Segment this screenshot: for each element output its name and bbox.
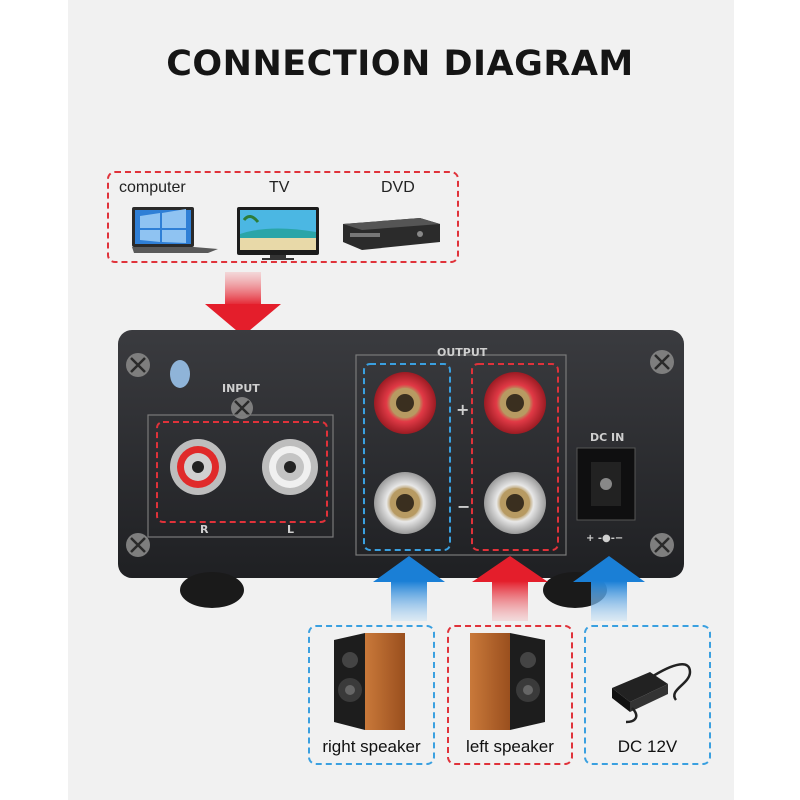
screw-icon (231, 397, 253, 419)
source-label-tv: TV (269, 179, 290, 196)
source-label-dvd: DVD (381, 179, 415, 196)
right-speaker-box: right speaker (308, 625, 435, 765)
binding-post-left-positive (484, 372, 546, 434)
binding-post-right-positive (374, 372, 436, 434)
left-speaker-label: left speaker (466, 737, 554, 756)
dc-polarity-label: + -●-− (586, 533, 624, 544)
dvd-player-icon (343, 218, 440, 250)
tv-icon (237, 207, 319, 260)
rca-jack-right (170, 439, 226, 495)
input-label: INPUT (222, 382, 260, 395)
screw-icon (650, 350, 674, 374)
rca-jack-left (262, 439, 318, 495)
power-adapter-box: DC 12V (584, 625, 711, 765)
left-speaker-arrow (472, 556, 548, 621)
screw-icon (126, 533, 150, 557)
left-speaker-box: left speaker (447, 625, 573, 765)
right-speaker-arrow (373, 556, 445, 621)
negative-terminal-label: − (457, 497, 471, 516)
output-label: OUTPUT (437, 346, 488, 359)
channel-l-label: L (287, 523, 295, 536)
right-speaker-label: right speaker (322, 737, 421, 756)
light-pipe (170, 360, 190, 388)
screw-icon (650, 533, 674, 557)
channel-r-label: R (200, 523, 209, 536)
dc-jack (576, 447, 636, 521)
source-devices-box: computer TV DVD (107, 171, 459, 263)
power-adapter-label: DC 12V (617, 737, 678, 756)
page-title: CONNECTION DIAGRAM (166, 44, 634, 84)
power-adapter-icon (612, 663, 692, 724)
power-arrow (573, 556, 645, 621)
input-arrow (205, 272, 281, 336)
dc-in-label: DC IN (590, 431, 625, 444)
speaker-icon (334, 633, 405, 730)
binding-post-right-negative (374, 472, 436, 534)
laptop-icon (132, 207, 218, 253)
binding-post-left-negative (484, 472, 546, 534)
amplifier-rear-panel (118, 330, 684, 608)
source-label-computer: computer (119, 179, 186, 196)
positive-terminal-label: + (456, 400, 470, 419)
speaker-icon (470, 633, 545, 730)
screw-icon (126, 353, 150, 377)
